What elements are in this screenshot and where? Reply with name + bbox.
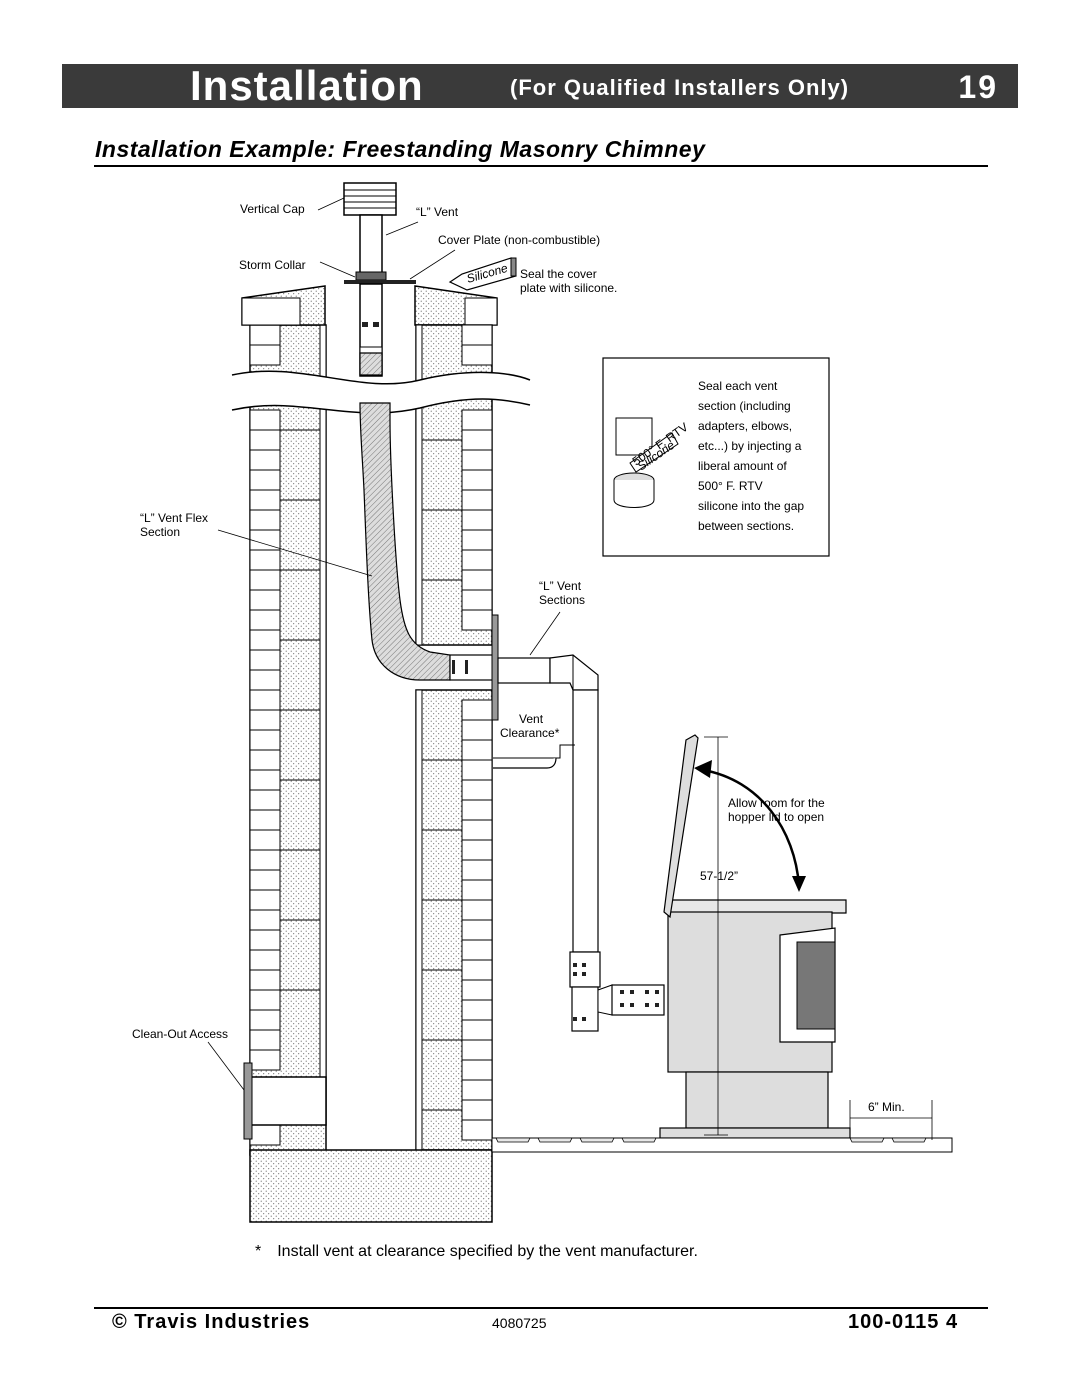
footer-company: © Travis Industries	[112, 1311, 311, 1333]
l-vent-vertical-section	[572, 689, 599, 953]
label-sections-1: “L” Vent	[539, 579, 582, 593]
l-vent-flex-section	[359, 402, 451, 681]
inset-line-3: adapters, elbows,	[698, 419, 792, 433]
label-sections-2: Sections	[539, 593, 585, 607]
chimney-right-wall	[415, 324, 493, 1151]
pellet-stove	[659, 734, 851, 1139]
label-flex-2: Section	[140, 525, 180, 539]
label-vertical-cap: Vertical Cap	[240, 202, 305, 216]
header-bar: Installation (For Qualified Installers O…	[62, 64, 1018, 108]
label-l-vent-top: “L” Vent	[416, 205, 459, 219]
chimney-foundation	[249, 1149, 493, 1223]
label-flex-1: “L” Vent Flex	[140, 511, 208, 525]
storm-collar	[355, 271, 387, 281]
footnote-text: Install vent at clearance specified by t…	[277, 1243, 698, 1260]
inset-line-1: Seal each vent	[698, 379, 778, 393]
label-height: 57-1/2”	[700, 869, 738, 883]
footer-code: 4080725	[492, 1315, 547, 1331]
label-seal-cover-2: plate with silicone.	[520, 281, 617, 295]
page-number: 19	[958, 69, 998, 105]
label-storm-collar: Storm Collar	[239, 258, 306, 272]
inset-line-4: etc...) by injecting a	[698, 439, 802, 453]
clean-out-door	[243, 1062, 253, 1140]
stove-connector	[611, 984, 665, 1016]
wall-thimble-plate	[491, 614, 499, 721]
label-clean-out: Clean-Out Access	[132, 1027, 228, 1041]
label-vent-clearance-1: Vent	[519, 712, 544, 726]
label-hopper-2: hopper lid to open	[728, 810, 824, 824]
section-title-rule	[94, 165, 988, 167]
inset-line-2: section (including	[698, 399, 791, 413]
label-cover-plate: Cover Plate (non-combustible)	[438, 233, 600, 247]
hopper-lid	[663, 734, 699, 919]
l-vent-pipe-top	[359, 214, 383, 276]
cover-plate	[344, 280, 416, 284]
footer-rule	[94, 1307, 988, 1309]
page-title: Installation	[190, 62, 424, 109]
section-title: Installation Example: Freestanding Mason…	[95, 136, 706, 162]
chimney-left-wall	[249, 324, 327, 1156]
inset-line-8: between sections.	[698, 519, 794, 533]
page-subtitle: (For Qualified Installers Only)	[510, 75, 850, 100]
inset-line-7: silicone into the gap	[698, 499, 804, 513]
inset-line-6: 500° F. RTV	[698, 479, 763, 493]
inset-line-5: liberal amount of	[698, 459, 787, 473]
silicone-tube-icon: Silicone	[448, 257, 517, 291]
label-vent-clearance-2: Clearance*	[500, 726, 560, 740]
label-seal-cover-1: Seal the cover	[520, 267, 597, 281]
footnote-marker: *	[255, 1243, 262, 1260]
label-hopper-1: Allow room for the	[728, 796, 825, 810]
inset-sealing-detail: 500° F. RTV Silicone Seal each vent sect…	[602, 357, 830, 557]
label-min-clearance: 6” Min.	[868, 1100, 905, 1114]
vertical-cap	[343, 182, 397, 216]
footnote: * Install vent at clearance specified by …	[255, 1243, 698, 1261]
footer-doc-number: 100-0115 4	[848, 1311, 959, 1333]
